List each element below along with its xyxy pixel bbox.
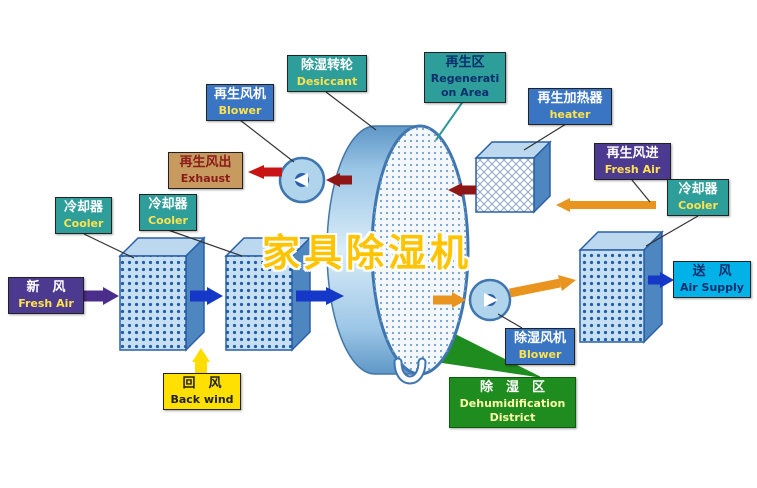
label-dehumid-blower-en: Blower bbox=[518, 347, 562, 361]
label-regen-fresh-air-en: Fresh Air bbox=[604, 162, 661, 176]
label-regen-heater-zh: 再生加热器 bbox=[537, 91, 603, 106]
label-exhaust-en: Exhaust bbox=[180, 171, 231, 185]
label-dehumid-blower: 除湿风机 Blower bbox=[505, 328, 575, 366]
label-dehumid-blower-zh: 除湿风机 bbox=[513, 331, 566, 346]
flow-arrow-blue-2 bbox=[296, 287, 344, 305]
label-regen-heater-en: heater bbox=[549, 107, 591, 121]
label-cooler-right: 冷却器 Cooler bbox=[667, 179, 729, 217]
heat-exchanger-left bbox=[118, 236, 206, 352]
leader-line bbox=[325, 91, 377, 131]
rotation-arrow bbox=[393, 357, 427, 385]
heat-exchanger-right bbox=[578, 230, 664, 344]
label-cooler-left-zh: 冷却器 bbox=[63, 200, 103, 215]
flow-arrow-air-supply bbox=[648, 272, 674, 288]
supply-fan bbox=[468, 278, 512, 322]
label-fresh-air-in: 新 风 Fresh Air bbox=[8, 277, 84, 315]
label-regen-area: 再生区 Regeneration Area bbox=[424, 52, 506, 104]
label-regen-area-en: Regeneration Area bbox=[430, 71, 500, 100]
flow-arrow-fan-to-cooler bbox=[509, 275, 576, 298]
page-title: 家具除湿机 bbox=[262, 231, 473, 275]
leader-lines bbox=[83, 91, 699, 329]
leader-line bbox=[435, 99, 465, 141]
label-dehumid-district: 除 湿 区 Dehumidification District bbox=[449, 377, 576, 429]
label-cooler-right-en: Cooler bbox=[678, 198, 718, 212]
label-back-wind-en: Back wind bbox=[170, 392, 234, 406]
label-fresh-air-in-zh: 新 风 bbox=[26, 280, 66, 295]
flow-arrow-to-heater bbox=[556, 198, 656, 212]
label-fresh-air-in-en: Fresh Air bbox=[18, 296, 74, 310]
label-back-wind: 回 风 Back wind bbox=[163, 373, 241, 411]
flow-arrow-regen-out bbox=[326, 173, 352, 187]
label-regen-area-zh: 再生区 bbox=[445, 55, 485, 70]
label-cooler-mid: 冷却器 Cooler bbox=[139, 194, 197, 232]
label-desiccant-zh: 除湿转轮 bbox=[300, 58, 353, 73]
label-cooler-left: 冷却器 Cooler bbox=[55, 197, 112, 235]
label-cooler-right-zh: 冷却器 bbox=[678, 182, 718, 197]
label-regen-heater: 再生加热器 heater bbox=[528, 88, 612, 126]
flow-arrow-to-supply-fan bbox=[433, 292, 466, 308]
leader-line bbox=[523, 123, 567, 151]
label-air-supply-en: Air Supply bbox=[680, 280, 744, 294]
flow-arrow-exhaust bbox=[248, 165, 282, 179]
label-exhaust: 再生风出 Exhaust bbox=[168, 152, 243, 190]
label-dehumid-district-en: Dehumidification District bbox=[459, 396, 566, 425]
leader-line bbox=[645, 215, 699, 247]
label-exhaust-zh: 再生风出 bbox=[179, 155, 232, 170]
desiccant-wheel bbox=[326, 124, 470, 376]
label-cooler-mid-en: Cooler bbox=[148, 213, 188, 227]
label-cooler-mid-zh: 冷却器 bbox=[148, 197, 188, 212]
flow-arrow-regen-in bbox=[448, 183, 476, 197]
label-dehumid-district-zh: 除 湿 区 bbox=[479, 380, 545, 395]
flow-arrow-fresh-air bbox=[84, 287, 119, 305]
label-desiccant: 除湿转轮 Desiccant bbox=[287, 55, 367, 93]
leader-line bbox=[497, 313, 523, 329]
label-desiccant-en: Desiccant bbox=[296, 74, 358, 88]
label-air-supply: 送 风 Air Supply bbox=[673, 261, 751, 299]
label-regen-blower-en: Blower bbox=[218, 103, 262, 117]
label-air-supply-zh: 送 风 bbox=[692, 264, 732, 279]
flow-arrow-blue-1 bbox=[190, 287, 223, 305]
label-regen-fresh-air-zh: 再生风进 bbox=[606, 146, 659, 161]
leader-line bbox=[239, 119, 295, 163]
leader-line bbox=[167, 229, 243, 257]
label-regen-blower-zh: 再生风机 bbox=[213, 87, 266, 102]
regen-fan bbox=[278, 156, 326, 204]
leader-line bbox=[83, 233, 135, 259]
heat-exchanger-middle bbox=[224, 236, 312, 352]
heater-unit bbox=[474, 140, 552, 214]
label-cooler-left-en: Cooler bbox=[63, 216, 104, 230]
flow-arrow-back-wind bbox=[192, 348, 210, 374]
label-regen-fresh-air: 再生风进 Fresh Air bbox=[594, 143, 671, 181]
leader-line bbox=[631, 179, 651, 203]
label-back-wind-zh: 回 风 bbox=[182, 376, 222, 391]
flow-arrows bbox=[84, 165, 674, 374]
label-regen-blower: 再生风机 Blower bbox=[206, 84, 274, 122]
